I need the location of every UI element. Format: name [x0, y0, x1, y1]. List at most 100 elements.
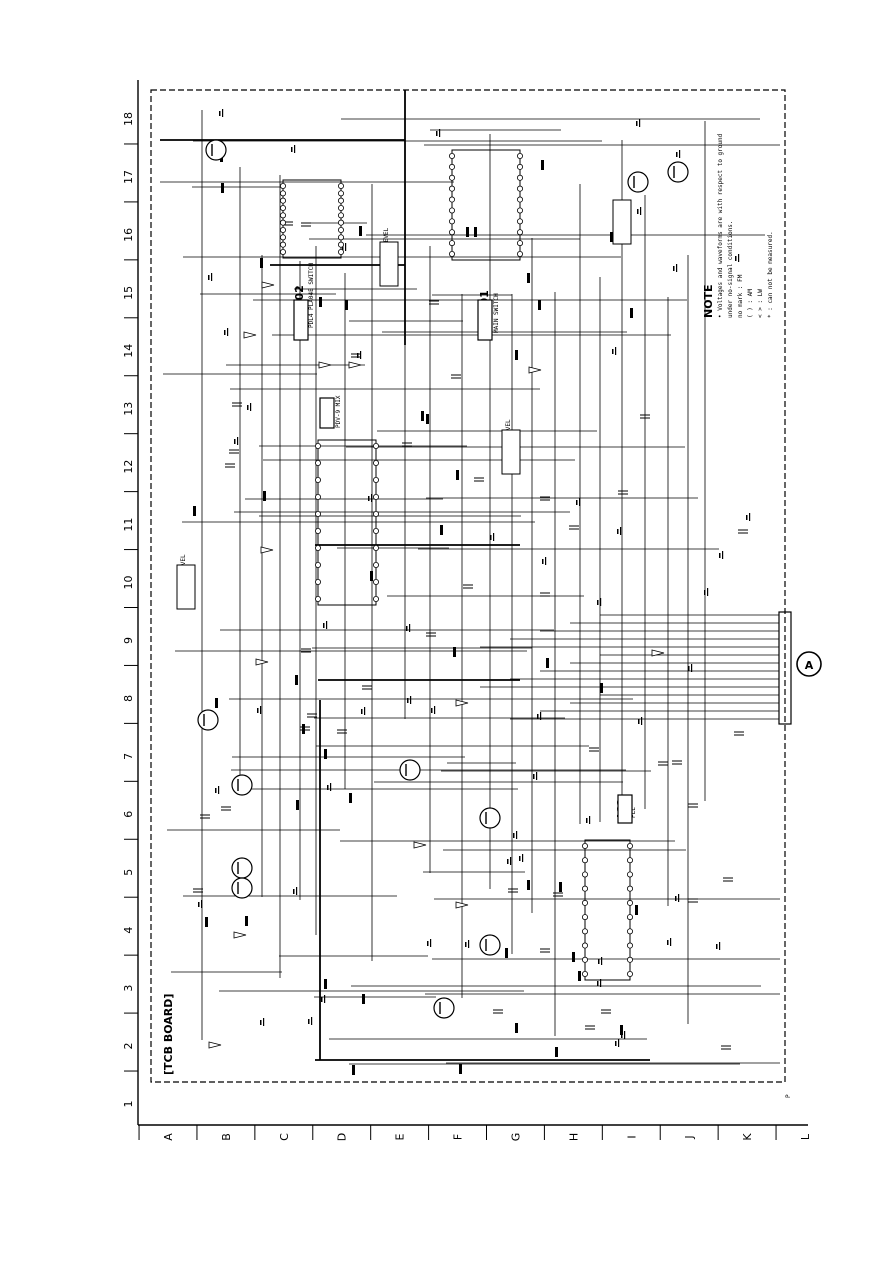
note-title: NOTE: [702, 284, 715, 318]
resistor: [466, 227, 469, 237]
ic-pin: [517, 207, 524, 214]
resistor: [319, 297, 322, 307]
ic-pin: [627, 956, 634, 963]
signal-arrow: [413, 841, 427, 849]
label-mark: [601, 957, 603, 965]
signal-arrow: [255, 658, 269, 666]
label-mark: [621, 1033, 623, 1038]
transistor: [231, 877, 253, 899]
signal-arrow: [318, 361, 332, 369]
ic-pin: [372, 545, 379, 552]
column-number-6: 6: [122, 811, 135, 818]
label-mark: [490, 535, 492, 540]
row-letter-C: C: [278, 1133, 291, 1141]
transistor: [667, 161, 689, 183]
ic-pin: [279, 190, 286, 197]
label-mark: [707, 588, 709, 596]
ic1701-label-box: [477, 299, 493, 341]
ic-pin: [314, 442, 321, 449]
label-mark: [576, 500, 578, 505]
label-mark: [749, 513, 751, 521]
row-letter-A: A: [162, 1133, 175, 1141]
ic-pin: [337, 182, 344, 189]
ic-pin: [279, 197, 286, 204]
ic01-package: [317, 439, 377, 606]
column-number-17: 17: [122, 170, 135, 184]
ic-pin: [582, 914, 589, 921]
resistor: [620, 1025, 623, 1035]
ic-pin: [448, 185, 455, 192]
resistor: [546, 658, 549, 668]
label-mark: [719, 553, 721, 558]
label-mark: [345, 243, 347, 251]
ic1701-package: [451, 149, 521, 261]
ic-pin: [517, 250, 524, 257]
label-mark: [507, 859, 509, 864]
label-mark: [597, 981, 599, 986]
label-mark: [260, 1020, 262, 1025]
label-mark: [468, 940, 470, 948]
transistor: [479, 934, 501, 956]
label-mark: [589, 816, 591, 824]
label-mark: [308, 1019, 310, 1024]
label-mark: [324, 995, 326, 1003]
ic-pin: [627, 899, 634, 906]
column-number-16: 16: [122, 228, 135, 242]
note-line: < > : LW: [757, 289, 764, 318]
resistor: [245, 916, 248, 926]
resistor: [572, 952, 575, 962]
board-outline: [150, 89, 786, 1083]
label-mark: [618, 1039, 620, 1047]
page-mark: P: [785, 1094, 792, 1098]
boxed-label-frame: [612, 199, 632, 245]
resistor: [421, 411, 424, 421]
ic-pin: [337, 204, 344, 211]
label-mark: [260, 706, 262, 714]
ic-pin: [279, 212, 286, 219]
ic1702-package: [282, 179, 342, 259]
ic-pin: [582, 928, 589, 935]
label-mark: [639, 119, 641, 127]
signal-arrow: [651, 649, 665, 657]
label-mark: [234, 439, 236, 444]
label-mark: [620, 527, 622, 535]
note-line: no mark : FM: [737, 274, 744, 318]
ic1702-label-box: [293, 299, 309, 341]
label-mark: [545, 557, 547, 565]
ic-pin: [582, 899, 589, 906]
label-mark: [675, 896, 677, 901]
signal-arrow: [261, 281, 275, 289]
label-mark: [360, 351, 362, 359]
label-mark: [640, 207, 642, 215]
column-number-11: 11: [122, 518, 135, 532]
ic-pin: [627, 871, 634, 878]
label-mark: [641, 717, 643, 725]
label-mark: [540, 712, 542, 720]
ic-pin: [448, 250, 455, 257]
ic-pin: [448, 229, 455, 236]
label-mark: [513, 833, 515, 838]
label-mark: [716, 944, 718, 949]
ic-pin: [279, 204, 286, 211]
label-mark: [323, 623, 325, 628]
label-mark: [291, 147, 293, 152]
resistor: [459, 1064, 462, 1074]
resistor: [600, 683, 603, 693]
ic-pin: [517, 240, 524, 247]
row-letter-B: B: [220, 1133, 233, 1141]
row-letter-D: D: [336, 1133, 349, 1141]
ic-pin: [337, 190, 344, 197]
label-mark: [218, 786, 220, 794]
resistor: [559, 882, 562, 892]
label-mark: [676, 264, 678, 272]
label-mark: [224, 330, 226, 335]
label-mark: [637, 209, 639, 214]
ic-pin: [372, 579, 379, 586]
row-letter-H: H: [567, 1133, 580, 1141]
label-mark: [368, 496, 370, 501]
ic-pin: [314, 459, 321, 466]
label-mark: [410, 696, 412, 704]
column-number-14: 14: [122, 344, 135, 358]
ic-pin: [627, 914, 634, 921]
ic-pin: [448, 218, 455, 225]
